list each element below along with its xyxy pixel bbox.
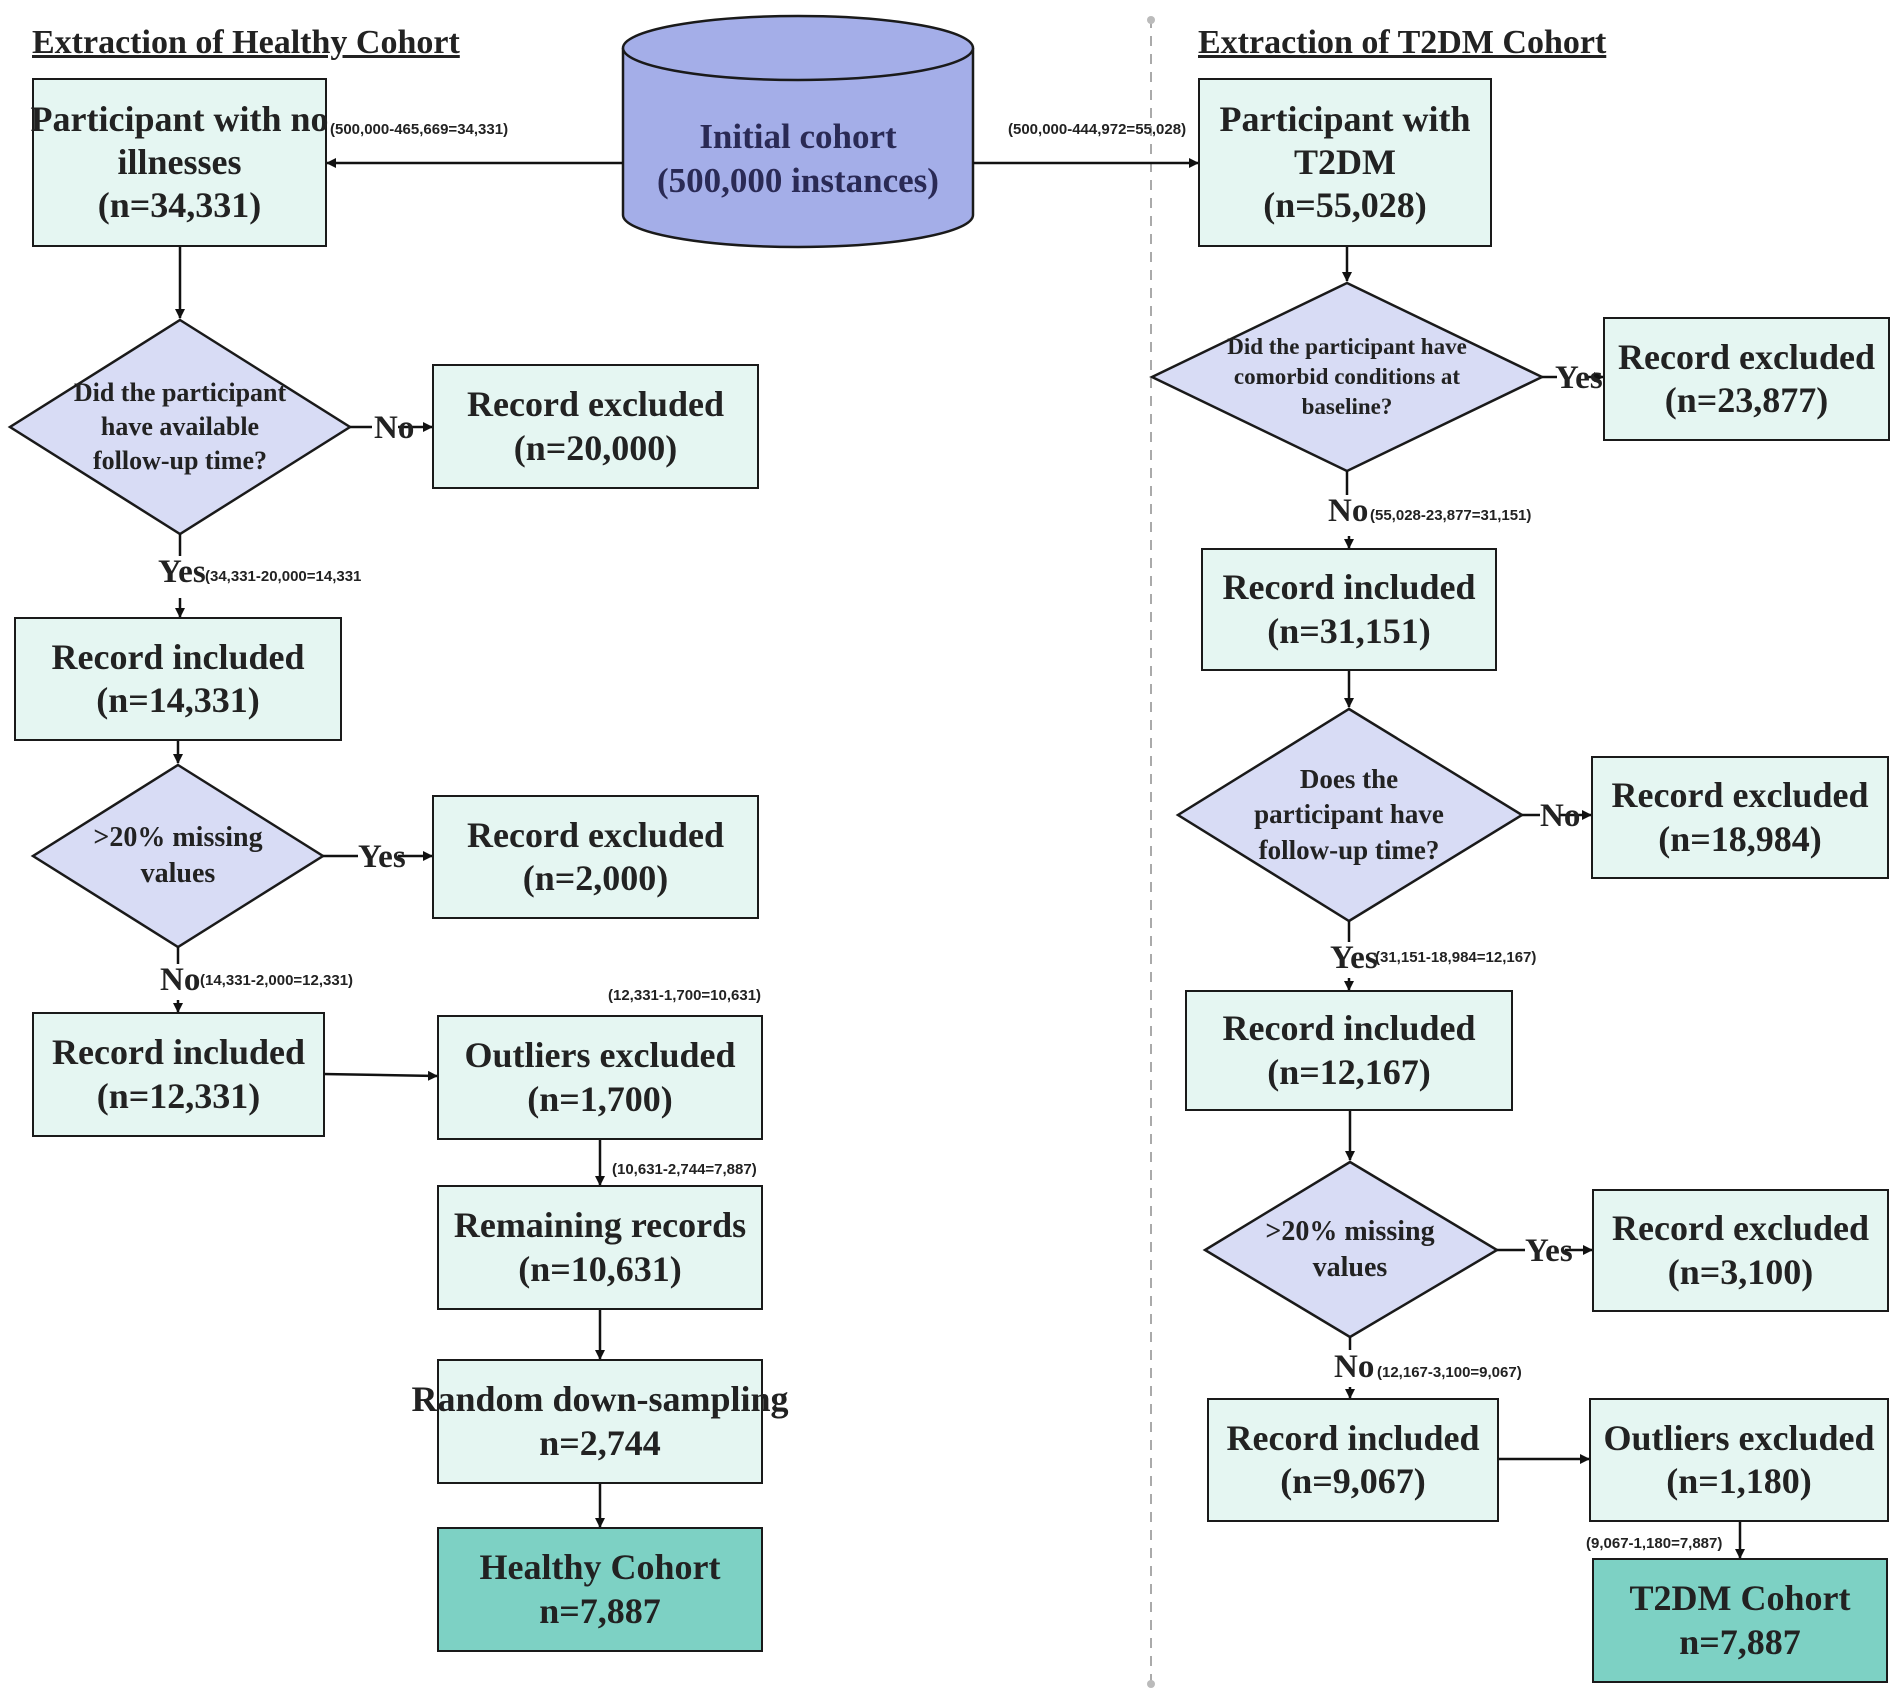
- healthy-followup-question: Did the participant have available follo…: [73, 378, 287, 475]
- t2dm-excluded-followup-box: Record excluded (n=18,984): [1591, 756, 1889, 879]
- label-t-missing-no: No: [1334, 1349, 1375, 1385]
- initial-cohort-database: [621, 14, 975, 249]
- healthy-included-1-box: Record included (n=14,331): [14, 617, 342, 741]
- healthy-outliers-box: Outliers excluded (n=1,700): [437, 1015, 763, 1140]
- divider-end-bottom: [1147, 1680, 1155, 1688]
- calc-t-no-missing: (12,167-3,100=9,067): [1377, 1364, 1522, 1381]
- label-h-missing-yes: Yes: [358, 839, 406, 875]
- calc-h-yes-followup: (34,331-20,000=14,331: [205, 568, 362, 585]
- calc-to-healthy: (500,000-465,669=34,331): [330, 121, 509, 138]
- initial-cohort-label: Initial cohort (500,000 instances): [657, 117, 939, 200]
- t2dm-comorbid-question: Did the participant have comorbid condit…: [1227, 334, 1467, 419]
- t2dm-included-3-box: Record included (n=9,067): [1207, 1398, 1499, 1522]
- healthy-cohort-title: Extraction of Healthy Cohort: [32, 24, 460, 61]
- healthy-remaining-box: Remaining records (n=10,631): [437, 1185, 763, 1310]
- divider-end-top: [1147, 16, 1155, 24]
- t2dm-followup-question: Does the participant have follow-up time…: [1254, 764, 1444, 865]
- calc-t-yes-followup: (31,151-18,984=12,167): [1375, 949, 1537, 966]
- t2dm-cohort-title: Extraction of T2DM Cohort: [1198, 24, 1607, 61]
- label-t-comorbid-no: No: [1328, 493, 1369, 529]
- label-h-followup-yes: Yes: [158, 554, 206, 590]
- t2dm-excluded-comorbid-box: Record excluded (n=23,877): [1603, 317, 1890, 441]
- arrow-h-outliers: [322, 1070, 438, 1081]
- t2dm-cohort-final-box: T2DM Cohort n=7,887: [1592, 1558, 1888, 1683]
- healthy-excluded-followup-box: Record excluded (n=20,000): [432, 364, 759, 489]
- label-t-comorbid-yes: Yes: [1555, 360, 1603, 396]
- calc-t-outliers: (9,067-1,180=7,887): [1586, 1535, 1723, 1552]
- label-t-followup-yes: Yes: [1330, 940, 1378, 976]
- calc-t-no-comorbid: (55,028-23,877=31,151): [1370, 507, 1532, 524]
- healthy-included-2-box: Record included (n=12,331): [32, 1012, 325, 1137]
- calc-h-remaining: (10,631-2,744=7,887): [612, 1161, 757, 1178]
- calc-h-no-missing: (14,331-2,000=12,331): [200, 972, 354, 989]
- t2dm-outliers-box: Outliers excluded (n=1,180): [1589, 1398, 1889, 1522]
- t2dm-missing-question: >20% missing values: [1265, 1215, 1435, 1283]
- t2dm-participant-box: Participant with T2DM (n=55,028): [1198, 78, 1492, 247]
- healthy-downsampling-box: Random down-sampling n=2,744: [411, 1359, 789, 1484]
- label-t-missing-yes: Yes: [1525, 1233, 1573, 1269]
- label-h-followup-no: No: [374, 410, 415, 446]
- t2dm-included-1-box: Record included (n=31,151): [1201, 548, 1497, 671]
- healthy-excluded-missing-box: Record excluded (n=2,000): [432, 795, 759, 919]
- healthy-cohort-final-box: Healthy Cohort n=7,887: [437, 1527, 763, 1652]
- healthy-participant-box: Participant with no illnesses (n=34,331): [31, 78, 329, 247]
- calc-to-t2dm: (500,000-444,972=55,028): [1008, 121, 1187, 138]
- label-t-followup-no: No: [1540, 798, 1581, 834]
- label-h-missing-no: No: [160, 962, 201, 998]
- calc-h-outliers: (12,331-1,700=10,631): [608, 987, 762, 1004]
- t2dm-included-2-box: Record included (n=12,167): [1185, 990, 1513, 1111]
- healthy-missing-question: >20% missing values: [93, 821, 263, 889]
- t2dm-excluded-missing-box: Record excluded (n=3,100): [1592, 1189, 1889, 1312]
